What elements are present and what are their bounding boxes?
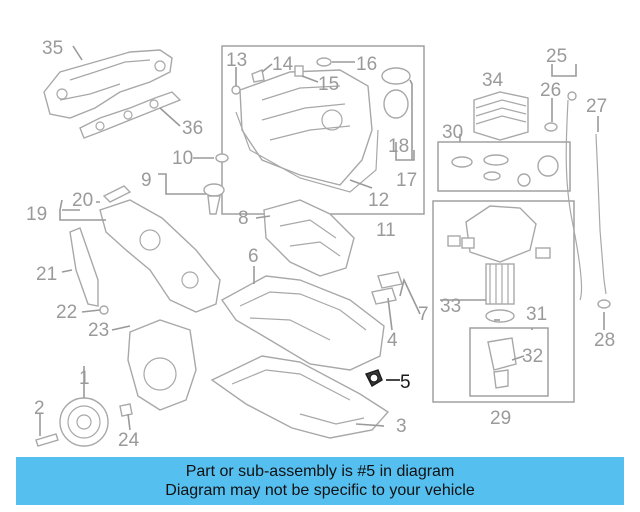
callout-3: 3 <box>396 416 407 437</box>
oil-filter-drawing <box>485 263 515 323</box>
callout-32: 32 <box>522 346 543 367</box>
callout-2: 2 <box>34 398 45 419</box>
seal-10-drawing <box>215 153 229 163</box>
drain-plug-5-drawing[interactable] <box>365 369 383 387</box>
callout-34: 34 <box>482 70 504 91</box>
brackets-7-drawing <box>371 271 403 305</box>
timing-cover-lower-drawing <box>127 319 197 411</box>
callout-17: 17 <box>396 170 417 191</box>
oil-cap-drawing <box>381 67 411 119</box>
bracket-20-drawing <box>102 185 132 203</box>
seal-16-drawing <box>316 57 332 67</box>
seal-ring-drawing <box>143 357 177 391</box>
callout-29: 29 <box>490 408 511 429</box>
callout-14: 14 <box>272 54 294 75</box>
intake-manifold-drawing <box>43 49 173 119</box>
callout-30: 30 <box>442 122 463 143</box>
leader-lines <box>39 45 605 436</box>
callout-21: 21 <box>36 264 57 285</box>
oil-pump-drawing <box>263 199 355 277</box>
callout-6: 6 <box>248 246 259 267</box>
callout-numbers: 1 2 3 4 5 6 7 8 9 10 11 12 13 14 15 16 1… <box>26 38 615 451</box>
bolt-13-drawing <box>231 85 241 95</box>
callout-27: 27 <box>586 96 607 117</box>
oil-cooler-gasket-frame <box>437 141 571 192</box>
callout-26: 26 <box>540 80 561 101</box>
callout-9: 9 <box>141 170 152 191</box>
callout-1: 1 <box>79 368 90 389</box>
callout-33: 33 <box>440 296 461 317</box>
plug-15-drawing <box>294 65 304 77</box>
filter-cap-drawing <box>487 337 517 389</box>
callout-10: 10 <box>172 148 193 169</box>
intake-gasket-drawing <box>79 91 182 139</box>
info-banner: Part or sub-assembly is #5 in diagram Di… <box>16 457 624 505</box>
filter-housing-drawing <box>447 205 551 263</box>
callout-24: 24 <box>118 430 140 451</box>
bolt-24-drawing <box>119 403 133 417</box>
callout-35: 35 <box>42 38 63 59</box>
callout-23: 23 <box>88 320 109 341</box>
callout-5[interactable]: 5 <box>400 372 411 393</box>
oil-pan-lower-drawing <box>210 355 390 439</box>
callout-18: 18 <box>388 136 409 157</box>
callout-28: 28 <box>594 330 615 351</box>
filter-cap-frame <box>469 327 549 397</box>
callout-20: 20 <box>72 190 93 211</box>
banner-line-disclaimer: Diagram may not be specific to your vehi… <box>165 482 475 499</box>
pulley-bolt-drawing <box>35 433 59 447</box>
callout-19: 19 <box>26 204 47 225</box>
callout-11: 11 <box>376 220 396 241</box>
timing-guard-drawing <box>69 227 99 307</box>
dipstick-drawing <box>544 91 611 309</box>
vacuum-pump-drawing <box>203 183 225 215</box>
gasket-set-30-drawing <box>451 154 559 187</box>
callout-16: 16 <box>356 54 377 75</box>
callout-15: 15 <box>318 74 339 95</box>
filter-housing-frame <box>432 200 575 403</box>
callout-36: 36 <box>182 118 203 139</box>
callout-8: 8 <box>238 208 249 229</box>
oil-pan-upper-drawing <box>220 275 385 371</box>
callout-12: 12 <box>368 190 389 211</box>
callout-31: 31 <box>526 304 547 325</box>
banner-line-part-number: Part or sub-assembly is #5 in diagram <box>185 463 455 480</box>
crank-pulley-drawing <box>59 397 109 447</box>
bolt-22-drawing <box>99 305 109 315</box>
callout-4: 4 <box>387 330 398 351</box>
bracket-14-drawing <box>251 69 265 83</box>
callout-22: 22 <box>56 302 77 323</box>
callout-25: 25 <box>546 46 567 67</box>
valve-cover-drawing <box>235 69 379 193</box>
oil-cooler-drawing <box>473 91 529 141</box>
callout-7: 7 <box>418 304 429 325</box>
callout-13: 13 <box>226 50 247 71</box>
timing-cover-drawing <box>99 199 221 313</box>
